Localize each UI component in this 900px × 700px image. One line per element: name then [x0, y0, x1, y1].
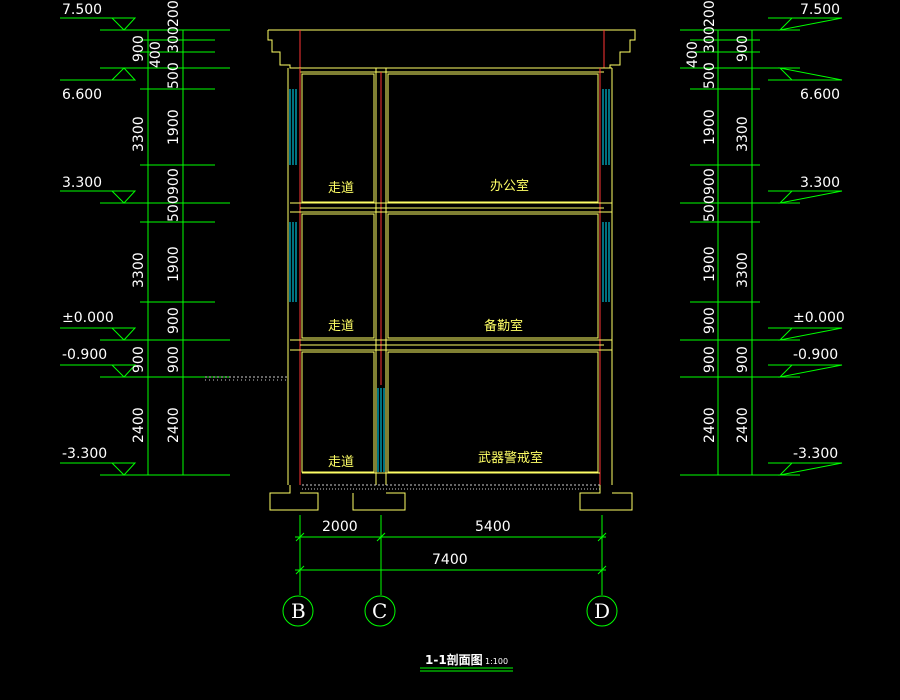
- horizontal-dimension-lines: [295, 515, 607, 595]
- dim-left-outer-900-bottom: 900: [131, 346, 147, 373]
- elevation-right-6600: 6.600: [800, 87, 840, 103]
- elevation-right-7500: 7.500: [800, 2, 840, 18]
- dim-right-outer-3300-upper: 3300: [735, 116, 751, 152]
- dim-left-inner-400: 400: [148, 41, 164, 68]
- elevation-right-m3300: -3.300: [793, 446, 838, 462]
- elevation-right-0000: ±0.000: [793, 310, 845, 326]
- elevation-left-m0900: -0.900: [62, 347, 107, 363]
- elevation-left-m3300: -3.300: [62, 446, 107, 462]
- dim-right-outer-2400: 2400: [735, 407, 751, 443]
- dim-right-inner-200: 200: [702, 0, 718, 27]
- axis-bubble-d: [586, 595, 618, 627]
- right-dimension-lines: [680, 17, 843, 476]
- elevation-left-7500: 7.500: [62, 2, 102, 18]
- dim-right-inner-900-upper: 900: [702, 168, 718, 195]
- room-label-duty-room: 备勤室: [484, 318, 523, 334]
- dim-right-inner-500-top: 500: [702, 62, 718, 89]
- elevation-left-3300: 3.300: [62, 175, 102, 191]
- drawing-scale: 1:100: [485, 657, 508, 666]
- axis-bubble-b: [282, 595, 314, 627]
- axis-label-d: D: [594, 599, 610, 623]
- dim-total: 7400: [432, 552, 468, 568]
- dim-right-outer-900-top: 900: [735, 35, 751, 62]
- room-label-office: 办公室: [490, 178, 529, 194]
- dim-left-outer-900-top: 900: [131, 35, 147, 62]
- dim-left-inner-900-upper: 900: [166, 168, 182, 195]
- dim-right-inner-1900-upper: 1900: [702, 109, 718, 145]
- drawing-title: 1-1剖面图: [425, 652, 483, 667]
- dim-right-inner-1900-lower: 1900: [702, 246, 718, 282]
- dim-left-inner-1900-upper: 1900: [166, 109, 182, 145]
- dim-right-inner-2400: 2400: [702, 407, 718, 443]
- dim-left-outer-3300-lower: 3300: [131, 252, 147, 288]
- dim-left-inner-300: 300: [166, 26, 182, 53]
- dim-right-inner-900-mid: 900: [702, 307, 718, 334]
- axis-label-b: B: [291, 599, 306, 623]
- dim-right-inner-900-low: 900: [702, 346, 718, 373]
- room-label-armory: 武器警戒室: [478, 450, 543, 466]
- axis-bubble-c: [364, 595, 396, 627]
- dim-right-inner-300: 300: [702, 26, 718, 53]
- elevation-left-0000: ±0.000: [62, 310, 114, 326]
- dim-left-inner-200: 200: [166, 0, 182, 27]
- dim-left-inner-900-low: 900: [166, 346, 182, 373]
- room-label-corridor-bottom: 走道: [328, 455, 354, 470]
- room-label-corridor-mid: 走道: [328, 319, 354, 334]
- dim-left-inner-500-top: 500: [166, 62, 182, 89]
- room-label-corridor-top: 走道: [328, 181, 354, 196]
- dim-left-inner-900-mid: 900: [166, 307, 182, 334]
- dim-left-inner-500-mid: 500: [166, 195, 182, 222]
- left-dimension-lines: [60, 17, 230, 476]
- dim-left-inner-1900-lower: 1900: [166, 246, 182, 282]
- dim-left-inner-2400: 2400: [166, 407, 182, 443]
- axis-label-c: C: [372, 599, 387, 623]
- dim-span-bc: 2000: [322, 519, 358, 535]
- elevation-right-3300: 3.300: [800, 175, 840, 191]
- elevation-right-m0900: -0.900: [793, 347, 838, 363]
- elevation-left-6600: 6.600: [62, 87, 102, 103]
- dim-right-outer-900-bottom: 900: [735, 346, 751, 373]
- dim-left-outer-3300-upper: 3300: [131, 116, 147, 152]
- dim-right-inner-400: 400: [685, 41, 701, 68]
- dim-right-inner-500-mid: 500: [702, 195, 718, 222]
- dim-right-outer-3300-lower: 3300: [735, 252, 751, 288]
- building-section: [205, 29, 636, 511]
- dim-span-cd: 5400: [475, 519, 511, 535]
- dim-left-outer-2400: 2400: [131, 407, 147, 443]
